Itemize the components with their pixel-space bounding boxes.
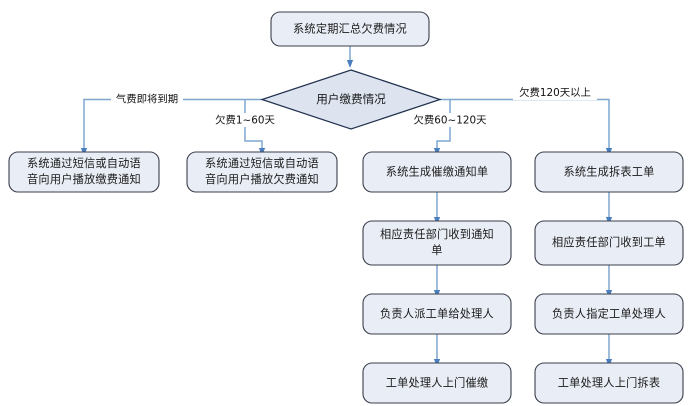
node-col3-n4-line1: 工单处理人上门催缴 xyxy=(386,376,489,390)
node-col3-n4[interactable]: 工单处理人上门催缴 xyxy=(362,362,512,404)
node-col1-n1-line2: 音向用户播放缴费通知 xyxy=(27,172,141,186)
node-start-label: 系统定期汇总欠费情况 xyxy=(293,22,407,36)
node-col2-n1-shape xyxy=(186,151,338,193)
node-col3-n3-line1: 负责人派工单给处理人 xyxy=(380,307,494,321)
node-col4-n4[interactable]: 工单处理人上门拆表 xyxy=(534,362,684,404)
node-col3-n2-shape xyxy=(362,220,512,266)
edge-label-branch1: 气费即将到期 xyxy=(111,92,183,106)
node-start[interactable]: 系统定期汇总欠费情况 xyxy=(270,11,430,47)
node-col1-n1-shape xyxy=(8,151,160,193)
node-col3-n1-line1: 系统生成催缴通知单 xyxy=(386,165,489,179)
node-col4-n1-shape xyxy=(534,151,684,193)
node-col1-n1-line1: 系统通过短信或自动语 xyxy=(27,156,141,170)
node-col4-n4-line1: 工单处理人上门拆表 xyxy=(558,376,661,390)
node-col4-n3-line1: 负责人指定工单处理人 xyxy=(552,307,666,321)
edge-label-branch2: 欠费1~60天 xyxy=(209,113,281,127)
node-col4-n1[interactable]: 系统生成拆表工单 xyxy=(534,151,684,193)
edge-label-branch4-text: 欠费120天以上 xyxy=(519,86,591,99)
node-col3-n4-shape xyxy=(362,362,512,404)
node-col4-n2-shape xyxy=(534,220,684,266)
node-col2-n1-line1: 系统通过短信或自动语 xyxy=(205,156,319,170)
edge-label-branch1-text: 气费即将到期 xyxy=(116,93,178,106)
node-col3-n1[interactable]: 系统生成催缴通知单 xyxy=(362,151,512,193)
edge-decision-branch1 xyxy=(80,98,262,157)
node-col4-n3-shape xyxy=(534,293,684,335)
edge-label-branch3-text: 欠费60~120天 xyxy=(414,114,488,127)
node-decision[interactable]: 用户缴费情况 xyxy=(260,69,442,130)
edge-label-branch2-text: 欠费1~60天 xyxy=(215,114,275,127)
node-decision-shape xyxy=(260,69,442,130)
node-col3-n2-line1: 相应责任部门收到通知 xyxy=(380,227,494,241)
node-col3-n3[interactable]: 负责人派工单给处理人 xyxy=(362,293,512,335)
node-col4-n1-line1: 系统生成拆表工单 xyxy=(563,165,654,179)
node-col3-n2[interactable]: 相应责任部门收到通知 单 xyxy=(362,220,512,266)
edge-label-branch4: 欠费120天以上 xyxy=(513,86,597,100)
node-decision-label: 用户缴费情况 xyxy=(316,92,386,106)
edge-label-branch3: 欠费60~120天 xyxy=(407,113,493,127)
node-col2-n1[interactable]: 系统通过短信或自动语 音向用户播放欠费通知 xyxy=(186,151,338,193)
node-col4-n4-shape xyxy=(534,362,684,404)
node-col1-n1[interactable]: 系统通过短信或自动语 音向用户播放缴费通知 xyxy=(8,151,160,193)
edge-decision-branch4 xyxy=(450,98,613,157)
node-start-shape xyxy=(270,11,430,47)
node-col2-n1-line2: 音向用户播放欠费通知 xyxy=(205,172,319,186)
node-col3-n2-line2: 单 xyxy=(431,244,442,257)
node-col4-n2-line1: 相应责任部门收到工单 xyxy=(552,235,666,249)
edge-decision-branch3 xyxy=(433,98,451,157)
node-col3-n1-shape xyxy=(362,151,512,193)
node-col3-n3-shape xyxy=(362,293,512,335)
node-col4-n2[interactable]: 相应责任部门收到工单 xyxy=(534,220,684,266)
node-col4-n3[interactable]: 负责人指定工单处理人 xyxy=(534,293,684,335)
